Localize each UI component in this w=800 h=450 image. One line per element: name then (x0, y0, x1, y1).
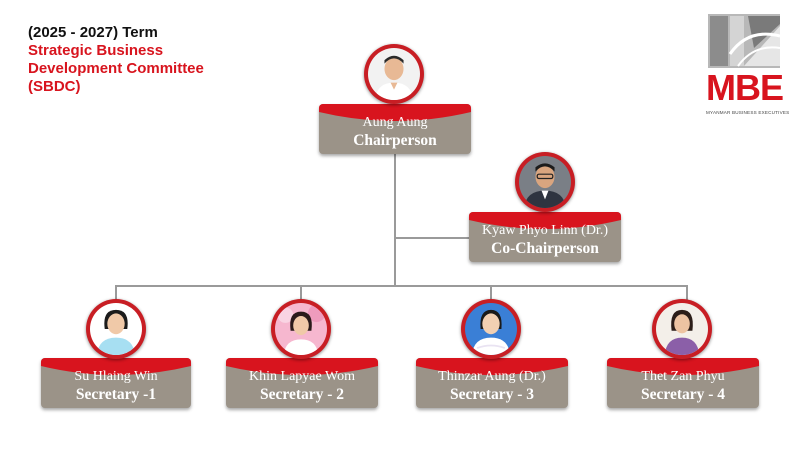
connector-cochair (395, 237, 470, 239)
secretary-name-4: Thet Zan Phyu (641, 369, 725, 384)
card-red-band (469, 212, 621, 229)
secretary-role-3: Secretary - 3 (449, 386, 535, 403)
term-label: (2025 - 2027) Term (28, 24, 158, 41)
card-red-band (41, 358, 191, 375)
secretary-role-4: Secretary - 4 (640, 386, 726, 403)
committee-name-line-2: Development Committee (28, 60, 204, 77)
secretary-role-2: Secretary - 2 (259, 386, 345, 403)
portrait-photo-icon (368, 48, 420, 100)
cochairperson-card: Kyaw Phyo Linn (Dr.) Co-Chairperson (469, 212, 621, 262)
portrait-photo-icon (465, 303, 517, 355)
chairperson-name: Aung Aung (362, 115, 428, 130)
cochairperson-name: Kyaw Phyo Linn (Dr.) (482, 223, 608, 238)
secretary-name-1: Su Hlaing Win (74, 369, 158, 384)
card-red-band (319, 104, 471, 121)
secretary-portrait-1 (86, 299, 146, 359)
portrait-photo-icon (90, 303, 142, 355)
chairperson-role: Chairperson (353, 132, 437, 149)
mbe-logo-subtitle: MYANMAR BUSINESS EXECUTIVES (706, 110, 790, 115)
connector-trunk (394, 154, 396, 286)
chairperson-card: Aung Aung Chairperson (319, 104, 471, 154)
secretary-portrait-3 (461, 299, 521, 359)
committee-name-line-1: Strategic Business (28, 42, 164, 59)
connector-drop-2 (300, 285, 302, 301)
card-red-band (226, 358, 378, 375)
cochairperson-portrait (515, 152, 575, 212)
mbe-logo-graphic (708, 14, 780, 68)
cochairperson-role: Co-Chairperson (491, 240, 599, 257)
connector-drop-4 (686, 285, 688, 301)
connector-secretaries (115, 285, 688, 287)
portrait-photo-icon (519, 156, 571, 208)
chairperson-portrait (364, 44, 424, 104)
mbe-logo: MBE MYANMAR BUSINESS EXECUTIVES (706, 14, 790, 122)
secretary-role-1: Secretary -1 (75, 386, 157, 403)
portrait-photo-icon (656, 303, 708, 355)
secretary-name-3: Thinzar Aung (Dr.) (438, 369, 546, 384)
secretary-card-4: Thet Zan Phyu Secretary - 4 (607, 358, 759, 408)
connector-drop-3 (490, 285, 492, 301)
connector-drop-1 (115, 285, 117, 301)
portrait-photo-icon (275, 303, 327, 355)
secretary-card-3: Thinzar Aung (Dr.) Secretary - 3 (416, 358, 568, 408)
secretary-card-1: Su Hlaing Win Secretary -1 (41, 358, 191, 408)
secretary-card-2: Khin Lapyae Wom Secretary - 2 (226, 358, 378, 408)
secretary-name-2: Khin Lapyae Wom (249, 369, 355, 384)
committee-name-line-3: (SBDC) (28, 78, 81, 95)
secretary-portrait-4 (652, 299, 712, 359)
card-red-band (416, 358, 568, 375)
committee-title: (2025 - 2027) Term Strategic Business De… (28, 24, 204, 96)
secretary-portrait-2 (271, 299, 331, 359)
card-red-band (607, 358, 759, 375)
mbe-logo-text: MBE (706, 67, 784, 108)
